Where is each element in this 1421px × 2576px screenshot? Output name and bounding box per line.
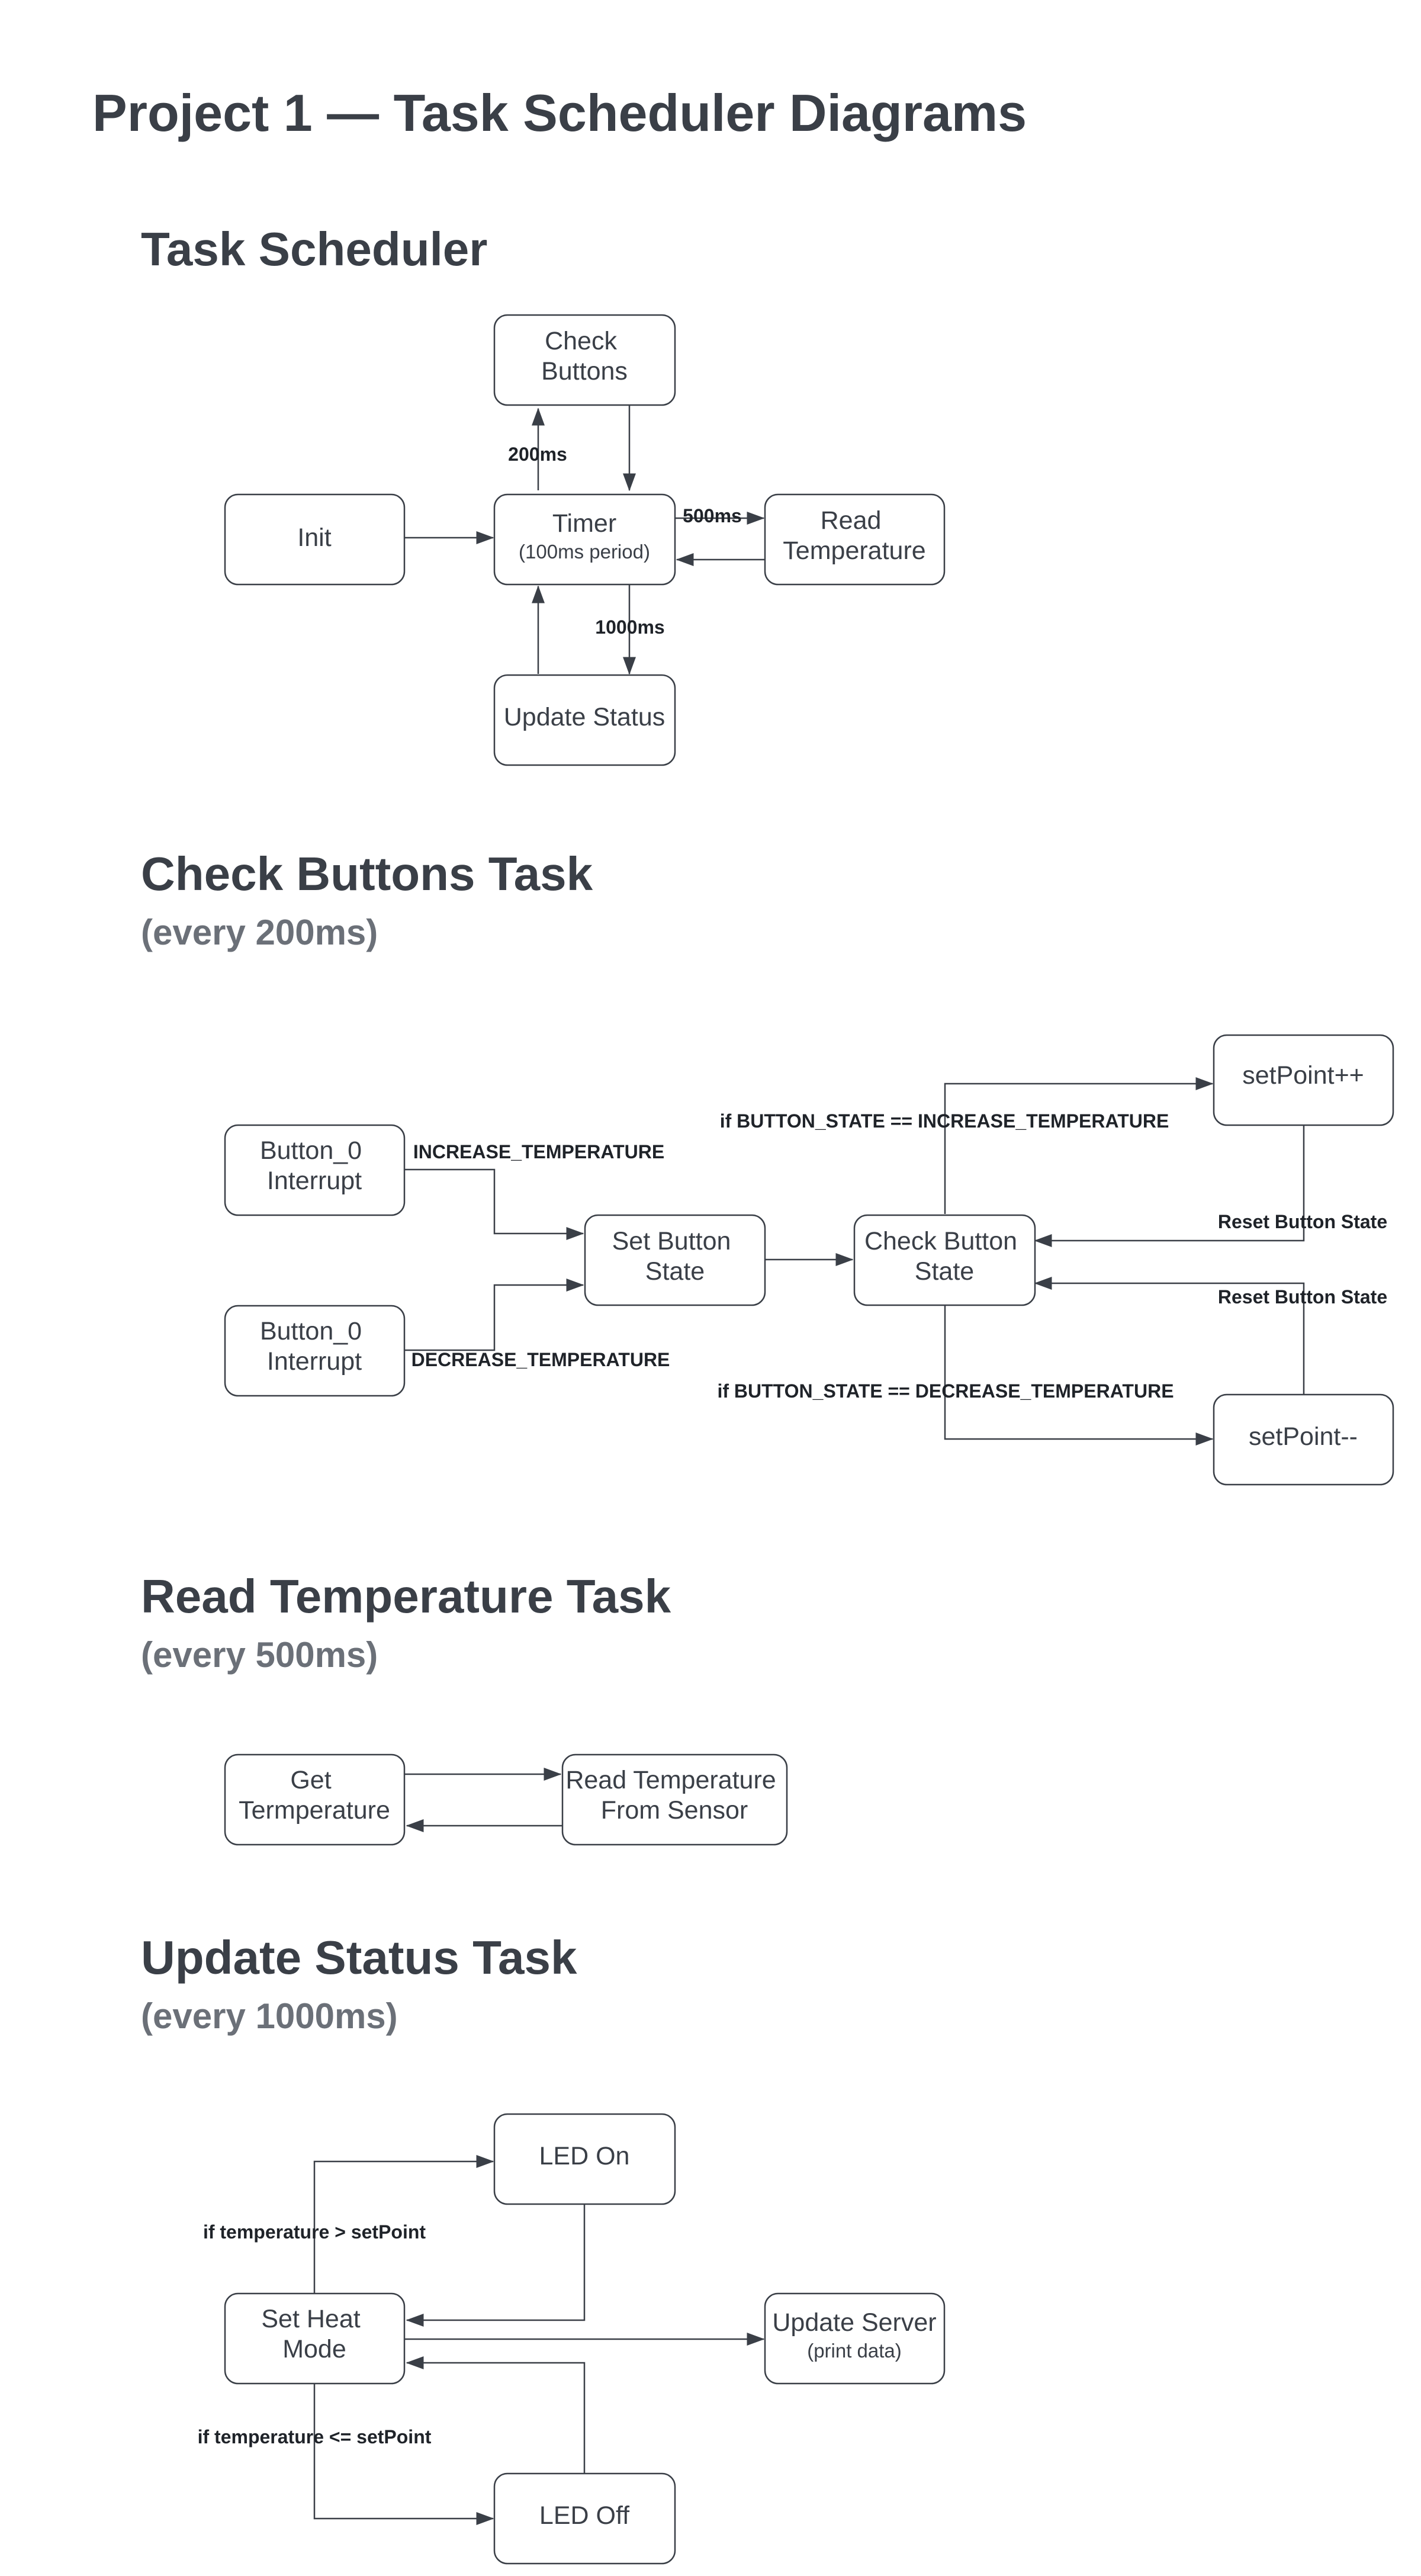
node-timer xyxy=(493,493,676,586)
node-button0-interrupt-top-label: Button_0 Interrupt xyxy=(260,1136,369,1195)
edge-label-reset-button-state-2: Reset Button State xyxy=(1218,1286,1387,1308)
edge-button0-bottom-to-set-button-state xyxy=(404,1279,584,1351)
page-title: Project 1 — Task Scheduler Diagrams xyxy=(92,83,1027,142)
edge-led-on-to-heat-mode xyxy=(406,2203,586,2327)
diagram-read-temperature: Get Termperature Read Temperature From S… xyxy=(224,1753,788,1846)
node-button0-interrupt-top xyxy=(224,1124,406,1216)
edge-label-temperature-less-equal: if temperature <= setPoint xyxy=(198,2426,432,2447)
node-init-label: Init xyxy=(297,523,331,552)
edge-label-if-increase: if BUTTON_STATE == INCREASE_TEMPERATURE xyxy=(720,1110,1169,1132)
edge-setpoint-inc-reset xyxy=(1034,1125,1305,1247)
node-update-server xyxy=(764,2292,946,2385)
node-init xyxy=(224,493,406,586)
node-led-off-label: LED Off xyxy=(539,2501,630,2530)
node-read-temperature-from-sensor xyxy=(561,1753,788,1846)
edge-label-reset-button-state-1: Reset Button State xyxy=(1218,1211,1387,1232)
node-set-heat-mode-label: Set Heat Mode xyxy=(261,2305,367,2363)
section-subtitle-read-temperature: (every 500ms) xyxy=(141,1635,378,1675)
node-read-temperature-label: Read Temperature xyxy=(783,506,925,565)
edge-setpoint-dec-reset xyxy=(1034,1277,1305,1396)
node-update-status-label: Update Status xyxy=(504,703,666,731)
node-get-temperature-label: Get Termperature xyxy=(239,1766,390,1825)
node-set-heat-mode xyxy=(224,2292,406,2385)
node-setpoint-decrement xyxy=(1213,1393,1394,1486)
section-title-task-scheduler: Task Scheduler xyxy=(141,223,488,275)
diagram-update-status: LED On Set Heat Mode Update Server (prin… xyxy=(198,2113,946,2565)
edge-label-decrease-temperature: DECREASE_TEMPERATURE xyxy=(411,1349,670,1370)
diagram-task-scheduler: Check Buttons Init Timer (100ms period) … xyxy=(224,314,946,766)
section-title-check-buttons: Check Buttons Task xyxy=(141,847,593,900)
node-button0-interrupt-bottom xyxy=(224,1305,406,1397)
node-led-on xyxy=(493,2113,676,2205)
diagram-check-buttons: Button_0 Interrupt Button_0 Interrupt Se… xyxy=(224,1034,1394,1486)
node-timer-label: Timer xyxy=(552,509,616,538)
node-setpoint-increment xyxy=(1213,1034,1394,1126)
node-update-status xyxy=(493,674,676,766)
section-subtitle-update-status: (every 1000ms) xyxy=(141,1996,398,2036)
edge-label-temperature-greater: if temperature > setPoint xyxy=(203,2221,426,2243)
node-read-temperature xyxy=(764,493,946,586)
section-subtitle-check-buttons: (every 200ms) xyxy=(141,913,378,952)
node-set-button-state xyxy=(584,1214,766,1306)
section-title-update-status: Update Status Task xyxy=(141,1931,577,1984)
node-get-temperature xyxy=(224,1753,406,1846)
edge-heat-mode-to-led-off xyxy=(313,2384,494,2525)
node-check-button-state-label: Check Button State xyxy=(864,1227,1024,1286)
node-check-buttons-label: Check Buttons xyxy=(541,327,628,386)
node-timer-sublabel: (100ms period) xyxy=(519,541,650,563)
node-setpoint-increment-label: setPoint++ xyxy=(1242,1061,1364,1090)
edge-label-increase-temperature: INCREASE_TEMPERATURE xyxy=(413,1141,664,1162)
node-update-server-label: Update Server xyxy=(772,2308,936,2337)
edge-label-if-decrease: if BUTTON_STATE == DECREASE_TEMPERATURE xyxy=(717,1380,1174,1402)
node-led-off xyxy=(493,2472,676,2565)
edge-label-500ms: 500ms xyxy=(683,505,742,526)
edge-check-to-setpoint-dec xyxy=(944,1306,1214,1446)
node-led-on-label: LED On xyxy=(539,2142,630,2170)
node-setpoint-decrement-label: setPoint-- xyxy=(1249,1422,1358,1451)
node-read-temperature-from-sensor-label: Read Temperature From Sensor xyxy=(565,1766,783,1825)
edge-label-200ms: 200ms xyxy=(508,444,567,465)
node-check-buttons xyxy=(493,314,676,406)
node-update-server-sublabel: (print data) xyxy=(807,2340,902,2362)
edge-led-off-to-heat-mode xyxy=(406,2356,586,2474)
edge-heat-mode-to-led-on xyxy=(313,2155,494,2294)
edge-label-1000ms: 1000ms xyxy=(595,616,664,638)
node-button0-interrupt-bottom-label: Button_0 Interrupt xyxy=(260,1317,369,1376)
node-set-button-state-label: Set Button State xyxy=(612,1227,738,1286)
edge-check-to-setpoint-inc xyxy=(944,1077,1214,1214)
node-check-button-state xyxy=(853,1214,1036,1306)
section-title-read-temperature: Read Temperature Task xyxy=(141,1570,671,1623)
edge-button0-top-to-set-button-state xyxy=(404,1168,584,1240)
